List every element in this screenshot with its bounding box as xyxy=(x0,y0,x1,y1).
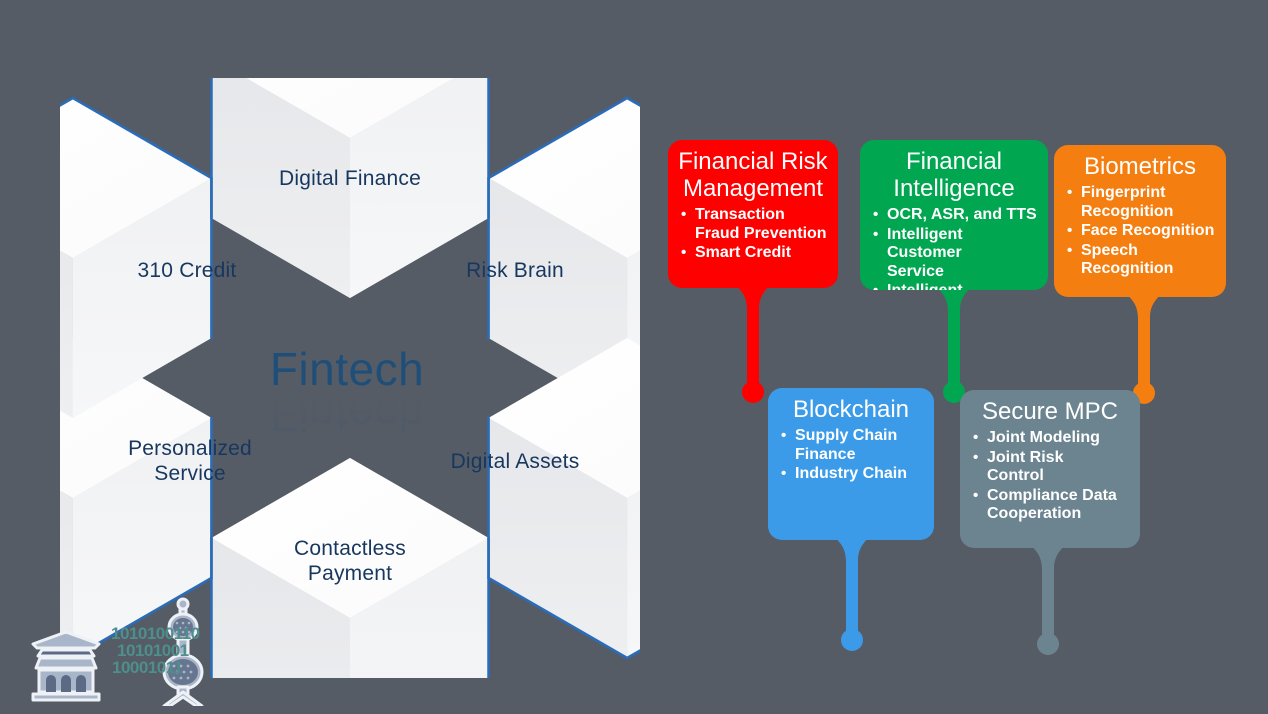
callout-anchor-dot xyxy=(1037,633,1059,655)
callout-feature-item[interactable]: Transaction Fraud Prevention xyxy=(678,206,828,243)
callout-feature-list: Joint ModelingJoint Risk ControlComplian… xyxy=(970,429,1130,524)
callout-body-financial-risk-management[interactable]: Financial Risk ManagementTransaction Fra… xyxy=(668,140,838,288)
hexagon-facet xyxy=(72,178,212,418)
callout-feature-item[interactable]: Speech Recognition xyxy=(1064,242,1216,279)
hexagon-cluster-svg xyxy=(60,78,640,678)
callout-body-secure-mpc[interactable]: Secure MPC Joint ModelingJoint Risk Contr… xyxy=(960,390,1140,548)
temple-windows xyxy=(46,675,86,692)
hexagon-facet xyxy=(350,78,489,298)
hex-label-310-credit[interactable]: 310 Credit xyxy=(137,259,237,282)
hexagon-facet xyxy=(211,538,350,678)
callout-title: Financial Risk Management xyxy=(678,148,828,202)
binary-line-1: 1010100110 xyxy=(111,624,200,643)
binary-line-2: 10101001 xyxy=(117,641,189,660)
hexagon-facet xyxy=(488,178,628,418)
callout-feature-item[interactable]: Supply Chain Finance xyxy=(778,427,924,464)
hexagon-facet xyxy=(246,78,454,138)
callout-secure-mpc[interactable]: Secure MPC Joint ModelingJoint Risk Contr… xyxy=(960,390,1140,656)
callout-anchor-dot xyxy=(841,629,863,651)
hexagon-facet xyxy=(488,338,640,498)
callout-feature-item[interactable]: Intelligent Marketing xyxy=(870,282,1038,290)
callout-financial-risk-management[interactable]: Financial Risk ManagementTransaction Fra… xyxy=(668,140,838,404)
callout-biometrics[interactable]: BiometricsFingerprint RecognitionFace Re… xyxy=(1054,145,1226,405)
tower-texture-dots xyxy=(172,621,193,680)
fintech-center-label: Fintech xyxy=(269,343,425,395)
hexagon-facet xyxy=(60,98,212,258)
callout-title: Financial Intelligence xyxy=(893,148,1015,202)
callout-feature-item[interactable]: Smart Credit xyxy=(678,244,828,263)
hexagon-outer-edge xyxy=(71,96,213,180)
callout-feature-item[interactable]: Compliance Data Cooperation xyxy=(970,487,1130,524)
landmarks-svg xyxy=(31,597,204,708)
callout-body-biometrics[interactable]: BiometricsFingerprint RecognitionFace Re… xyxy=(1054,145,1226,297)
hexagon-outer-edge xyxy=(487,576,629,660)
callout-body-blockchain[interactable]: BlockchainSupply Chain FinanceIndustry C… xyxy=(768,388,934,540)
callout-blockchain[interactable]: BlockchainSupply Chain FinanceIndustry C… xyxy=(768,388,934,652)
hex-label-risk-brain[interactable]: Risk Brain xyxy=(466,259,564,282)
callout-title: Biometrics xyxy=(1083,153,1197,180)
hex-label-digital-finance[interactable]: Digital Finance xyxy=(279,167,421,190)
callout-feature-item[interactable]: Intelligent Customer Service xyxy=(870,226,1038,282)
callout-anchor-dot xyxy=(742,381,764,403)
callout-feature-item[interactable]: OCR, ASR, and TTS xyxy=(870,206,1038,225)
hex-label-contactless-payment[interactable]: Contactless Payment xyxy=(294,537,406,585)
callout-feature-list: OCR, ASR, and TTSIntelligent Customer Se… xyxy=(870,206,1038,290)
callout-feature-list: Supply Chain FinanceIndustry Chain xyxy=(778,427,924,484)
callout-feature-item[interactable]: Face Recognition xyxy=(1064,222,1216,241)
hexagon-facet xyxy=(488,98,640,258)
callout-body-financial-intelligence[interactable]: Financial IntelligenceOCR, ASR, and TTSI… xyxy=(860,140,1048,290)
decorative-landmark-icons: 1010100110 10101001 10001011 xyxy=(28,596,228,708)
hexagon-facet xyxy=(60,250,73,418)
callout-title: Secure MPC xyxy=(981,398,1119,425)
hexagon-outer-edge xyxy=(487,96,629,180)
hex-label-digital-assets[interactable]: Digital Assets xyxy=(450,450,580,473)
hexagon-facet xyxy=(72,418,212,658)
hexagon-facet xyxy=(211,78,350,298)
callout-financial-intelligence[interactable]: Financial IntelligenceOCR, ASR, and TTSI… xyxy=(860,140,1048,404)
hexagon-facet xyxy=(627,490,640,658)
callout-title: Blockchain xyxy=(792,396,910,423)
binary-line-3: 10001011 xyxy=(112,658,183,677)
callout-feature-item[interactable]: Joint Modeling xyxy=(970,429,1130,448)
callout-feature-item[interactable]: Fingerprint Recognition xyxy=(1064,184,1216,221)
hexagon-facet xyxy=(350,538,489,678)
callout-feature-item[interactable]: Joint Risk Control xyxy=(970,449,1130,486)
hex-label-personalized-service[interactable]: Personalized Service xyxy=(128,437,252,485)
hexagon-silhouette xyxy=(60,78,640,678)
fintech-hexagon-diagram: Digital Finance Risk Brain Digital Asset… xyxy=(60,78,640,678)
callout-feature-list: Transaction Fraud PreventionSmart Credit xyxy=(678,206,828,263)
callout-feature-list: Fingerprint RecognitionFace RecognitionS… xyxy=(1064,184,1216,279)
hexagon-facet xyxy=(60,490,73,658)
callout-feature-item[interactable]: Industry Chain xyxy=(778,465,924,484)
